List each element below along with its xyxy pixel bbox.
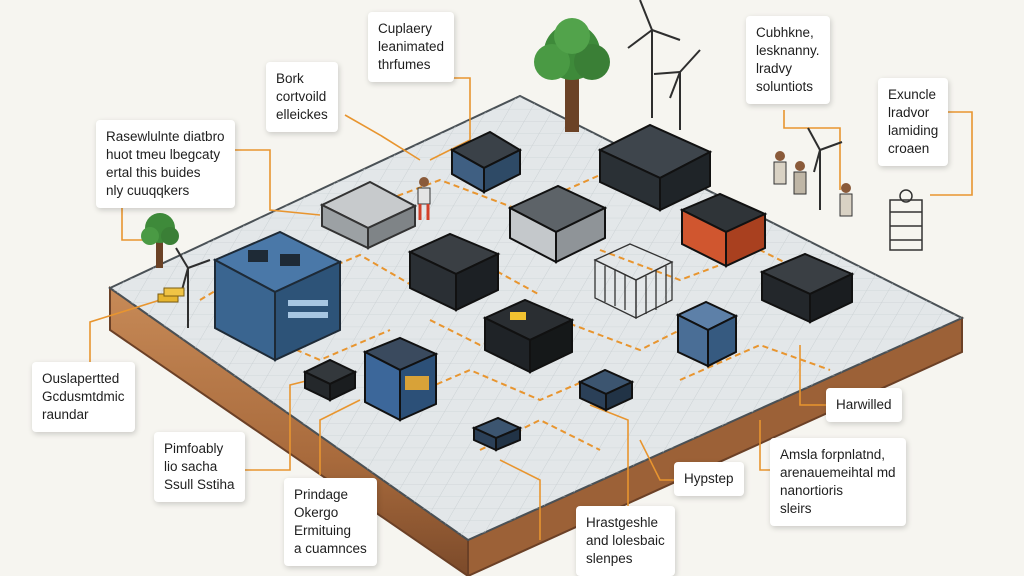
callout-line: Cubhkne,	[756, 25, 814, 40]
callout-line: Bork	[276, 71, 304, 86]
callout-line: arenauemeihtal md	[780, 465, 896, 480]
callout-line: sleirs	[780, 501, 812, 516]
callout-line: a cuamnces	[294, 541, 367, 556]
callout-line: lamiding	[888, 123, 939, 138]
callout-line: cortvoild	[276, 89, 327, 104]
callout-line: Ermituing	[294, 523, 352, 538]
callout-line: ertal this buides	[106, 165, 201, 180]
leader-lines	[89, 77, 973, 540]
callout-label: Prindage Okergo Ermituing a cuamnces	[284, 478, 377, 566]
callout-line: elleickes	[276, 107, 328, 122]
building-yellow-panel	[482, 298, 575, 374]
callout-line: raundar	[42, 407, 89, 422]
callout-line: Okergo	[294, 505, 339, 520]
callout-line: Hrastgeshle	[586, 515, 659, 530]
machinery-icon	[889, 189, 923, 251]
callout-line: nly cuuqqkers	[106, 183, 190, 198]
callout-line: huot tmeu lbegcaty	[106, 147, 221, 162]
callout-line: thrfumes	[378, 57, 431, 72]
wind-turbine-icon	[175, 0, 843, 328]
callout-line: Ouslapertted	[42, 371, 120, 386]
building-dark-rooftop	[449, 130, 523, 194]
callout-line: Prindage	[294, 487, 349, 502]
building-black-right	[759, 252, 855, 324]
callout-line: Cuplaery	[378, 21, 433, 36]
callout-line: nanortioris	[780, 483, 844, 498]
callout-line: Hypstep	[684, 471, 734, 486]
callout-line: lradvy	[756, 61, 793, 76]
callout-line: Exuncle	[888, 87, 937, 102]
battery-units	[302, 358, 635, 452]
callout-line: Amsla forpnlatnd,	[780, 447, 886, 462]
building-red-container	[679, 192, 768, 268]
callout-label: Bork cortvoild elleickes	[266, 62, 338, 132]
callout-label: Exuncle lradvor lamiding croaen	[878, 78, 949, 166]
callout-line: Rasewlulnte diatbro	[106, 129, 225, 144]
callout-label: Pimfoably lio sacha Ssull Sstiha	[154, 432, 245, 502]
building-wireframe	[593, 243, 674, 320]
callout-line: leanimated	[378, 39, 445, 54]
building-blue-tower	[675, 300, 739, 368]
callout-line: lradvor	[888, 105, 930, 120]
callout-line: lesknanny.	[756, 43, 820, 58]
callout-label: Cuplaery leanimated thrfumes	[368, 12, 455, 82]
callout-line: lio sacha	[164, 459, 218, 474]
callout-label: Amsla forpnlatnd, arenauemeihtal md nano…	[770, 438, 906, 526]
callout-label: Cubhkne, lesknanny. lradvy soluntiots	[746, 16, 830, 104]
gold-bars-icon	[157, 287, 185, 303]
tree-small-icon	[141, 213, 179, 268]
callout-line: and lolesbaic	[586, 533, 665, 548]
callout-label: Hrastgeshle and lolesbaic slenpes	[576, 506, 675, 576]
callout-line: croaen	[888, 141, 930, 156]
building-gray-center	[507, 184, 608, 264]
building-black-mid	[407, 232, 501, 312]
callout-line: Ssull Sstiha	[164, 477, 235, 492]
callout-label: Rasewlulnte diatbro huot tmeu lbegcaty e…	[96, 120, 235, 208]
worker-figures-icon	[417, 151, 853, 220]
tree-large-icon	[534, 18, 610, 132]
callout-line: soluntiots	[756, 79, 814, 94]
callout-line: Pimfoably	[164, 441, 224, 456]
callout-label: Hypstep	[674, 462, 744, 496]
callout-line: Gcdusmtdmic	[42, 389, 125, 404]
building-blue-cabinet	[362, 336, 439, 422]
building-blue-large	[212, 230, 343, 362]
callout-label: Harwilled	[826, 388, 902, 422]
building-gray-server	[319, 180, 418, 250]
callout-label: Ouslapertted Gcdusmtdmic raundar	[32, 362, 135, 432]
building-dark-warehouse	[597, 123, 713, 212]
callout-line: Harwilled	[836, 397, 892, 412]
callout-line: slenpes	[586, 551, 633, 566]
